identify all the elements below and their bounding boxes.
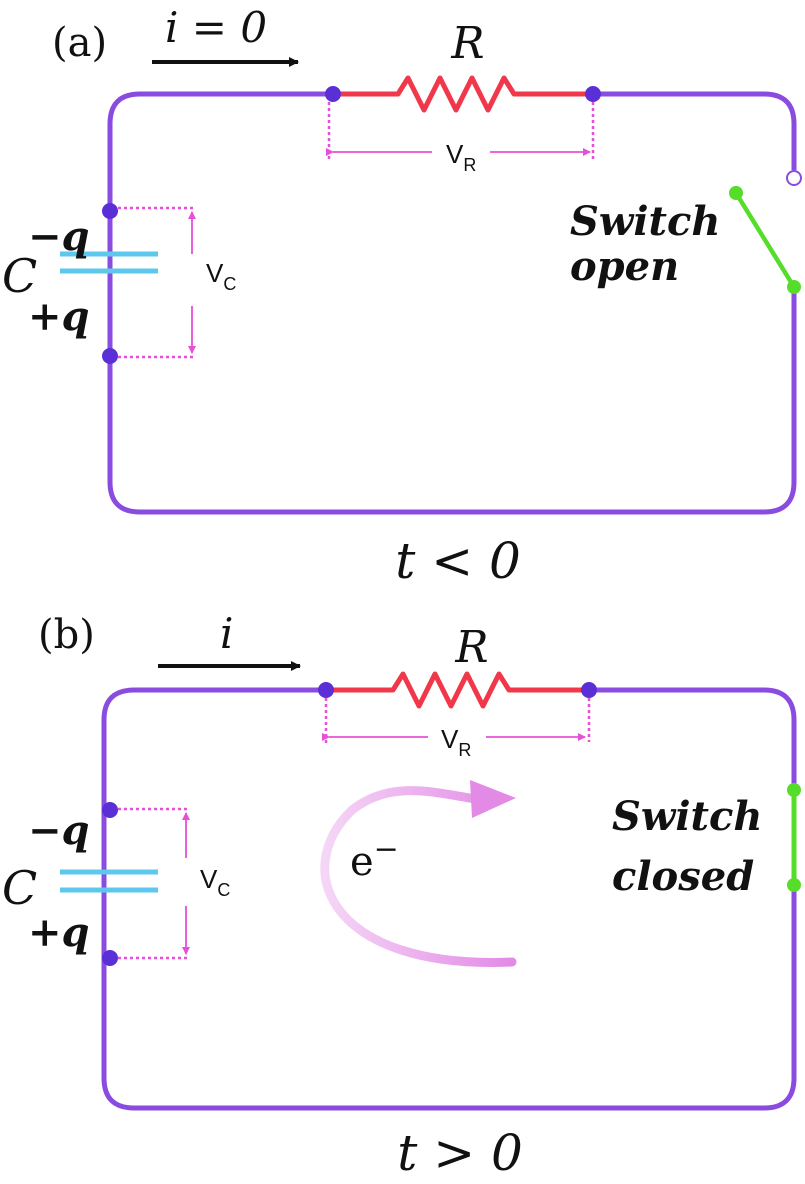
node-dot bbox=[102, 203, 118, 219]
panel-b-label: (b) bbox=[38, 612, 95, 658]
time-label: t < 0 bbox=[395, 532, 521, 590]
switch-label-line1: Switch bbox=[570, 198, 720, 245]
charge-top: −q bbox=[28, 213, 89, 260]
panel-a-label: (a) bbox=[52, 20, 107, 66]
charge-bottom: +q bbox=[28, 909, 89, 956]
capacitor-label: C bbox=[2, 249, 37, 303]
vc-label: VC bbox=[206, 258, 236, 294]
node-dot bbox=[585, 86, 601, 102]
resistor bbox=[333, 75, 593, 113]
node-dot bbox=[102, 348, 118, 364]
switch-pivot bbox=[729, 186, 743, 200]
switch-pivot bbox=[787, 878, 801, 892]
circuit-wire bbox=[107, 91, 797, 515]
charge-top: −q bbox=[28, 807, 89, 854]
node-dot bbox=[102, 802, 118, 818]
resistor-label: R bbox=[454, 622, 488, 673]
circuit-wire bbox=[593, 91, 797, 170]
node-dot bbox=[581, 682, 597, 698]
current-label: i = 0 bbox=[165, 3, 267, 52]
switch-label-line1: Switch bbox=[612, 793, 762, 840]
resistor bbox=[326, 671, 589, 709]
switch-pivot bbox=[787, 280, 801, 294]
switch-pivot bbox=[787, 783, 801, 797]
electron-label: e− bbox=[350, 832, 399, 885]
switch-lever bbox=[734, 191, 796, 289]
switch-label-line2: closed bbox=[612, 853, 754, 900]
panel-a: (a) i = 0 R VR −q C +q VC bbox=[2, 3, 802, 590]
capacitor-label: C bbox=[2, 861, 37, 915]
switch-label-line2: open bbox=[570, 243, 679, 290]
node-dot bbox=[102, 950, 118, 966]
node-dot bbox=[325, 86, 341, 102]
electron-flow-arrowhead bbox=[470, 780, 516, 818]
vr-label: VR bbox=[446, 139, 476, 175]
charge-bottom: +q bbox=[28, 293, 89, 340]
panel-b: (b) i R VR −q C +q VC e− bbox=[2, 609, 801, 1182]
resistor-label: R bbox=[450, 18, 484, 69]
vr-label: VR bbox=[441, 724, 471, 760]
electron-flow-arrow bbox=[320, 786, 517, 967]
node-dot bbox=[318, 682, 334, 698]
vc-label: VC bbox=[200, 864, 230, 900]
switch-contact-open bbox=[786, 170, 802, 186]
time-label: t > 0 bbox=[397, 1124, 523, 1182]
current-label: i bbox=[220, 609, 233, 658]
circuit-wire bbox=[101, 687, 797, 1111]
